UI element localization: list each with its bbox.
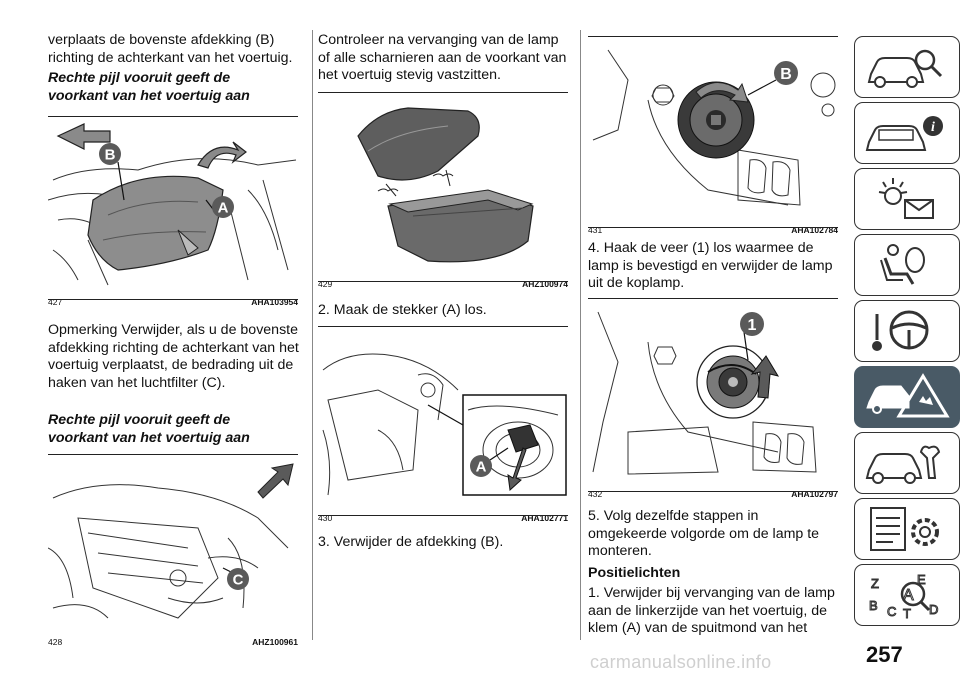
figure-bottom-rule xyxy=(588,491,838,492)
figure-bottom-rule xyxy=(48,299,298,300)
column2-intro: Controleer na vervanging van de lamp of … xyxy=(318,32,567,83)
figure-429-illustration xyxy=(357,107,534,263)
section-heading-positielichten: Positielichten xyxy=(588,565,681,581)
car-maintenance-icon xyxy=(865,445,941,484)
index-letter: T xyxy=(903,606,911,620)
tab-knowing-your-vehicle[interactable] xyxy=(854,36,960,98)
page-number: 257 xyxy=(866,642,903,667)
figure-bottom-rule xyxy=(588,227,838,228)
figure-top-rule xyxy=(588,36,838,37)
figure-432-illustration: 1 xyxy=(592,311,817,475)
tab-servicing-care[interactable] xyxy=(854,432,960,494)
callout-a-label: A xyxy=(218,200,229,217)
svg-text:i: i xyxy=(931,120,935,135)
tab-index[interactable]: Z E B A C T D xyxy=(854,564,960,626)
tab-in-an-emergency[interactable] xyxy=(854,366,960,428)
column1-heading-2: Rechte pijl vooruit geeft de voorkant va… xyxy=(48,412,250,446)
figure-number: 430 xyxy=(318,513,333,523)
index-letter: E xyxy=(917,572,926,587)
warning-lights-message-icon xyxy=(878,178,934,219)
figure-top-rule xyxy=(48,116,298,117)
car-info-icon: i xyxy=(865,116,943,151)
column1-intro: verplaats de bovenste afdekking (B) rich… xyxy=(48,32,293,66)
column1-heading-1: Rechte pijl vooruit geeft de voorkant va… xyxy=(48,70,250,104)
step-3: 3. Verwijder de afdekking (B). xyxy=(318,534,504,550)
index-letter: D xyxy=(929,602,938,617)
callout-a-label: A xyxy=(476,459,487,476)
figure-top-rule xyxy=(318,326,568,327)
tab-warning-lights[interactable] xyxy=(854,168,960,230)
figure-number: 429 xyxy=(318,279,333,289)
figure-number: 431 xyxy=(588,225,603,235)
callout-c-label: C xyxy=(233,572,244,589)
callout-c xyxy=(227,568,249,590)
callout-b xyxy=(774,61,798,85)
seat-airbag-icon xyxy=(880,244,925,285)
step-2: 2. Maak de stekker (A) los. xyxy=(318,302,487,318)
figure-number: 427 xyxy=(48,297,63,307)
figure-429: 429 AHZ100974 xyxy=(318,92,568,289)
index-letter: B xyxy=(869,598,878,613)
figure-code: AHZ100961 xyxy=(252,637,298,647)
figure-code: AHZ100974 xyxy=(522,279,568,289)
callout-a xyxy=(470,455,492,477)
figure-code: AHA102784 xyxy=(791,225,838,235)
alphabetical-index-icon: Z E B A C T D xyxy=(869,572,939,621)
figure-bottom-rule xyxy=(318,281,568,282)
figure-430-illustration: A xyxy=(322,353,567,496)
figure-431: B 431 AHA102784 xyxy=(588,36,838,235)
figure-430: A 430 AHA102771 xyxy=(318,326,568,523)
figure-top-rule xyxy=(588,298,838,299)
figure-432: 1 432 AHA102797 xyxy=(588,298,838,499)
technical-data-icon xyxy=(870,507,939,551)
step-1: 1. Verwijder bij vervanging van de lamp … xyxy=(588,585,835,636)
figure-431-illustration: B xyxy=(592,49,836,206)
callout-a xyxy=(212,196,234,218)
figure-428: C 428 AHZ100961 xyxy=(48,454,298,647)
figure-code: AHA102771 xyxy=(521,513,568,523)
figure-427: B A 427 AHA103954 xyxy=(48,116,298,307)
column-divider-2 xyxy=(580,30,581,640)
figure-428-illustration: C xyxy=(48,463,294,619)
callout-1 xyxy=(740,312,764,336)
tab-dashboard-info[interactable]: i xyxy=(854,102,960,164)
callout-b xyxy=(99,143,121,165)
figure-top-rule xyxy=(48,454,298,455)
column-divider-1 xyxy=(312,30,313,640)
index-letter: C xyxy=(887,604,896,619)
callout-b-label: B xyxy=(105,147,116,164)
step-4: 4. Haak de veer (1) los waarmee de lamp … xyxy=(588,240,833,291)
breakdown-warning-icon xyxy=(866,373,950,418)
callout-1-label: 1 xyxy=(748,317,757,334)
car-search-icon xyxy=(867,49,943,88)
figure-top-rule xyxy=(318,92,568,93)
tab-technical-specifications[interactable] xyxy=(854,498,960,560)
figure-number: 432 xyxy=(588,489,603,499)
figure-bottom-rule xyxy=(318,515,568,516)
column1-note: Opmerking Verwijder, als u de bovenste a… xyxy=(48,322,299,391)
tab-safety[interactable] xyxy=(854,234,960,296)
figure-427-illustration: B A xyxy=(48,123,297,286)
figure-code: AHA103954 xyxy=(251,297,298,307)
index-letter: A xyxy=(903,587,914,604)
index-letter: Z xyxy=(871,576,879,591)
figure-number: 428 xyxy=(48,637,63,647)
figure-code: AHA102797 xyxy=(791,489,838,499)
watermark: carmanualsonline.info xyxy=(590,652,772,672)
tab-starting-driving[interactable] xyxy=(854,300,960,362)
step-5: 5. Volg dezelfde stappen in omgekeerde v… xyxy=(588,508,820,559)
steering-wheel-key-icon xyxy=(872,310,929,351)
callout-b-label: B xyxy=(780,66,792,83)
